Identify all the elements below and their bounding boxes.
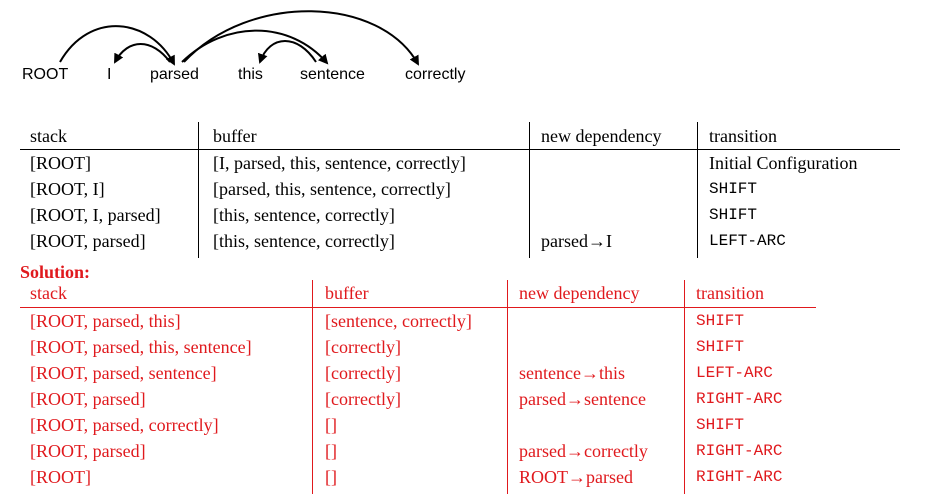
arc-sentence-this bbox=[257, 40, 317, 64]
solution-title: Solution: bbox=[20, 262, 91, 282]
arc-root-parsed bbox=[59, 25, 175, 66]
word-root: ROOT bbox=[22, 66, 69, 83]
word-sentence: sentence bbox=[300, 66, 365, 83]
word-correctly: correctly bbox=[405, 66, 466, 83]
word-i: I bbox=[107, 66, 112, 83]
header-stack: stack bbox=[30, 126, 67, 146]
solution-transition-table: stack buffer new dependency transition [… bbox=[20, 280, 820, 494]
header-stack: stack bbox=[30, 283, 67, 303]
given-transition-table: stack buffer new dependency transition [… bbox=[20, 122, 900, 258]
dependency-tree: ROOT I parsed this sentence correctly bbox=[0, 0, 937, 100]
header-buffer: buffer bbox=[213, 126, 257, 146]
header-transition: transition bbox=[696, 283, 764, 303]
header-new-dependency: new dependency bbox=[519, 283, 640, 303]
header-buffer: buffer bbox=[325, 283, 369, 303]
arc-parsed-sentence bbox=[181, 29, 329, 65]
header-transition: transition bbox=[709, 126, 777, 146]
word-parsed: parsed bbox=[150, 66, 199, 83]
dependency-arcs bbox=[59, 10, 419, 66]
word-this: this bbox=[238, 66, 263, 83]
header-new-dependency: new dependency bbox=[541, 126, 662, 146]
arc-parsed-i bbox=[114, 43, 171, 64]
arc-parsed-correctly bbox=[183, 10, 419, 66]
